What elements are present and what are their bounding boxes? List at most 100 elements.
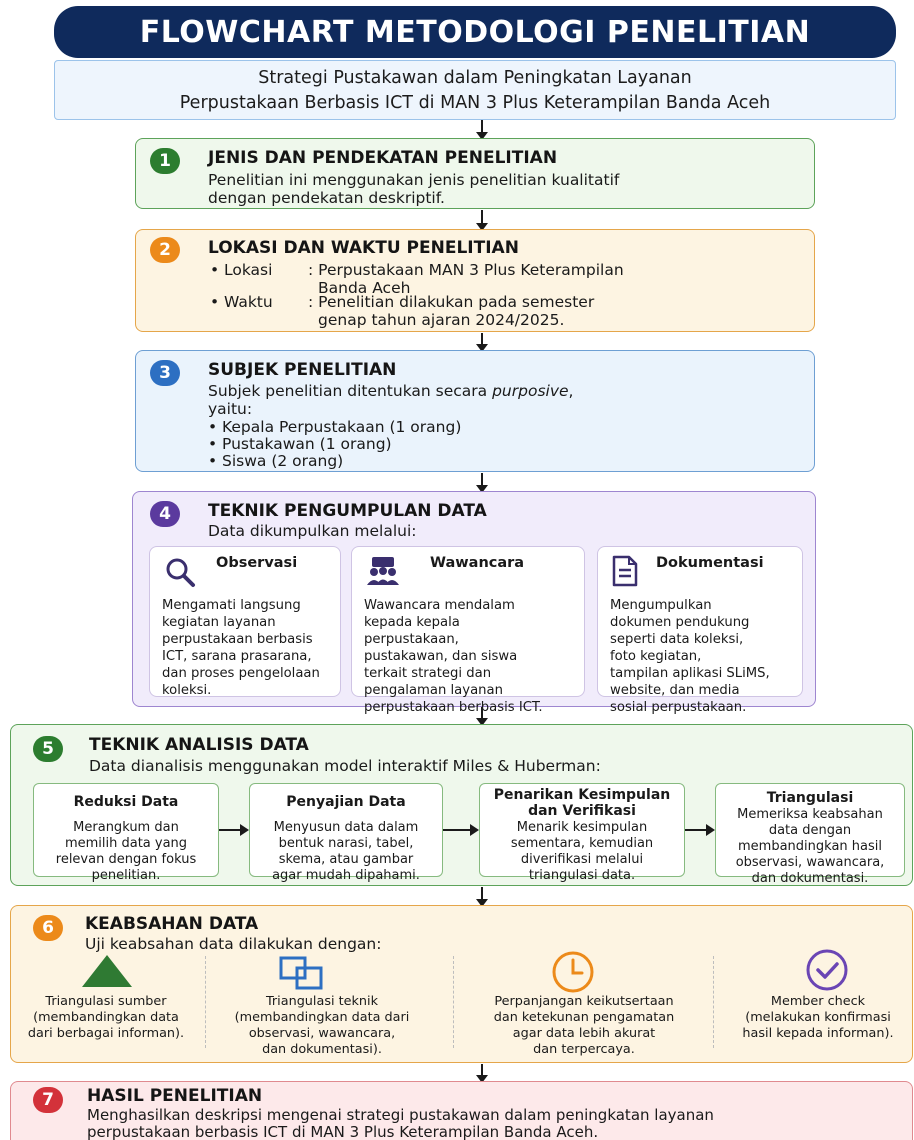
analysis-card-body: Merangkum dan memilih data yang relevan … <box>34 820 218 884</box>
wawancara-body: Wawancara mendalam kepada kepala perpust… <box>364 597 543 716</box>
card-line: kepada kepala <box>364 615 460 630</box>
card-line: Mengamati langsung <box>162 598 301 613</box>
card-line: terkait strategi dan <box>364 666 492 681</box>
step-7-heading: HASIL PENELITIAN <box>87 1086 263 1106</box>
clock-icon <box>552 951 594 993</box>
analysis-card-penarikan: Penarikan Kesimpulan dan Verifikasi Mena… <box>479 783 685 883</box>
step-7-number: 7 <box>33 1087 63 1113</box>
card-line: sosial perpustakaan. <box>610 700 747 715</box>
card-line: membandingkan hasil <box>738 839 882 854</box>
card-line: perpustakaan berbasis ICT. <box>364 700 543 715</box>
item-line: dari berbagai informan). <box>27 1026 185 1041</box>
step-2-waktu-line2: genap tahun ajaran 2024/2025. <box>318 311 565 329</box>
keabsahan-item: Triangulasi teknik (membandingkan data d… <box>209 994 435 1058</box>
card-line: triangulasi data. <box>528 868 636 883</box>
step-3-intro-b: , <box>568 382 574 400</box>
flow-arrow <box>685 824 715 836</box>
step-1-text-line1: Penelitian ini menggunakan jenis penelit… <box>208 171 620 189</box>
list-item: Kepala Perpustakaan (1 orang) <box>208 418 461 437</box>
analysis-card-penyajian: Penyajian Data Menyusun data dalam bentu… <box>249 783 443 883</box>
divider <box>453 956 454 1048</box>
card-line: Wawancara mendalam <box>364 598 515 613</box>
card-line: pustakawan, dan siswa <box>364 649 518 664</box>
card-line: relevan dengan fokus <box>55 852 197 867</box>
step-2-box: 2 LOKASI DAN WAKTU PENELITIAN Lokasi : P… <box>135 229 815 332</box>
analysis-card-reduksi: Reduksi Data Merangkum dan memilih data … <box>33 783 219 883</box>
wawancara-card: Wawancara Wawancara mendalam kepada kepa… <box>351 546 585 715</box>
step-3-intro-a: Subjek penelitian ditentukan secara <box>208 382 493 400</box>
item-line: dan dokumentasi). <box>262 1042 382 1057</box>
item-line: hasil kepada informan). <box>742 1026 894 1041</box>
step-3-intro-line2: yaitu: <box>208 400 253 418</box>
item-line: Triangulasi teknik <box>265 994 378 1009</box>
step-1-box: 1 JENIS DAN PENDEKATAN PENELITIAN Peneli… <box>135 138 815 209</box>
item-line: dan ketekunan pengamatan <box>493 1010 675 1025</box>
flow-arrow <box>476 210 488 231</box>
analysis-card-body: Menarik kesimpulan sementara, kemudian d… <box>480 820 684 884</box>
flow-arrow <box>476 473 488 493</box>
step-2-lokasi-line1: : Perpustakaan MAN 3 Plus Keterampilan <box>308 261 624 279</box>
analysis-card-title: Reduksi Data <box>73 794 179 810</box>
step-6-heading: KEABSAHAN DATA <box>85 914 259 934</box>
step-2-lokasi-label: Lokasi <box>210 261 273 280</box>
dokumentasi-body: Mengumpulkan dokumen pendukung seperti d… <box>610 597 770 716</box>
card-line: data dengan <box>768 823 852 838</box>
card-line: memilih data yang <box>64 836 188 851</box>
observasi-card: Observasi Mengamati langsung kegiatan la… <box>149 546 341 698</box>
step-1-text-line2: dengan pendekatan deskriptif. <box>208 189 445 207</box>
overlapping-squares-icon <box>279 956 323 990</box>
card-line: Menarik kesimpulan <box>516 820 648 835</box>
document-icon <box>612 555 638 587</box>
research-title-box: Strategi Pustakawan dalam Peningkatan La… <box>54 60 896 120</box>
item-line: agar data lebih akurat <box>512 1026 656 1041</box>
flow-arrow <box>476 707 488 726</box>
analysis-card-title: Triangulasi <box>766 790 854 806</box>
card-line: bentuk narasi, tabel, <box>278 836 414 851</box>
item-line: Perpanjangan keikutsertaan <box>494 994 674 1009</box>
card-line: perpustakaan, <box>364 632 459 647</box>
card-line: observasi, wawancara, <box>735 855 885 870</box>
flow-arrow <box>476 887 488 907</box>
analysis-card-title: Penarikan Kesimpulan dan Verifikasi <box>493 787 671 819</box>
card-line: agar mudah dipahami. <box>272 868 420 883</box>
step-2-number: 2 <box>150 237 180 263</box>
card-line: penelitian. <box>91 868 161 883</box>
step-5-heading: TEKNIK ANALISIS DATA <box>89 735 309 755</box>
wawancara-title: Wawancara <box>430 555 525 571</box>
item-line: (membandingkan data dari <box>234 1010 410 1025</box>
step-3-box: 3 SUBJEK PENELITIAN Subjek penelitian di… <box>135 350 815 472</box>
card-line: Menyusun data dalam <box>273 820 419 835</box>
step-5-box: 5 TEKNIK ANALISIS DATA Data dianalisis m… <box>10 724 913 886</box>
analysis-card-body: Menyusun data dalam bentuk narasi, tabel… <box>250 820 442 884</box>
step-4-number: 4 <box>150 501 180 527</box>
card-line: diverifikasi melalui <box>520 852 644 867</box>
step-5-number: 5 <box>33 736 63 762</box>
card-line: dan proses pengelolaan <box>162 666 320 681</box>
item-line: (melakukan konfirmasi <box>745 1010 891 1025</box>
magnifier-icon <box>166 558 195 587</box>
card-line: foto kegiatan, <box>610 649 702 664</box>
step-3-intro: Subjek penelitian ditentukan secara purp… <box>208 382 573 401</box>
card-line: koleksi. <box>162 683 212 698</box>
dokumentasi-card: Dokumentasi Mengumpulkan dokumen penduku… <box>597 546 803 715</box>
item-line: Member check <box>770 994 866 1009</box>
analysis-card-triangulasi: Triangulasi Memeriksa keabsahan data den… <box>715 783 905 886</box>
step-7-box: 7 HASIL PENELITIAN Menghasilkan deskrips… <box>10 1081 913 1140</box>
observasi-title: Observasi <box>216 555 298 571</box>
card-line: seperti data koleksi, <box>610 632 744 647</box>
item-line: observasi, wawancara, <box>248 1026 396 1041</box>
card-line: dan dokumentasi. <box>751 871 869 886</box>
step-7-text-line1: Menghasilkan deskripsi mengenai strategi… <box>87 1106 714 1124</box>
triangle-icon <box>82 955 132 987</box>
card-line: Merangkum dan <box>73 820 179 835</box>
item-line: (membandingkan data <box>33 1010 179 1025</box>
step-6-intro: Uji keabsahan data dilakukan dengan: <box>85 935 382 953</box>
divider <box>205 956 206 1048</box>
step-3-number: 3 <box>150 360 180 386</box>
step-2-waktu-line1: : Penelitian dilakukan pada semester <box>308 293 595 311</box>
flow-arrow <box>443 824 479 836</box>
card-line: sementara, kemudian <box>510 836 654 851</box>
keabsahan-item: Perpanjangan keikutsertaan dan ketekunan… <box>461 994 707 1058</box>
flow-arrow <box>476 120 488 140</box>
card-line: Memeriksa keabsahan <box>737 807 883 822</box>
